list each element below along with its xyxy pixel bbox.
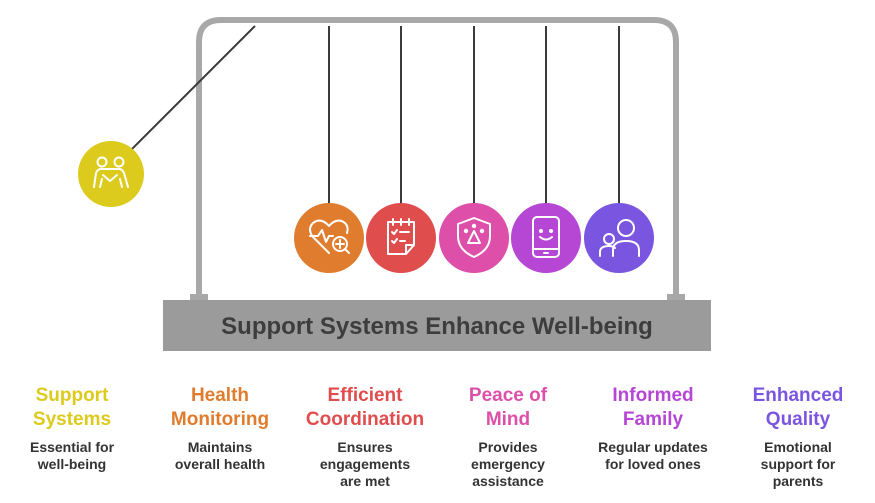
shield-icon [457,217,491,258]
pendulum-strings [125,25,620,204]
item-title-line: Quality [765,409,831,430]
heart-health-icon [309,219,350,254]
ball-health-monitoring [294,203,364,273]
item-description-line: assistance [472,473,544,489]
item-title: Peace of Mind [433,384,583,432]
item-description-line: overall health [174,456,266,472]
checklist-icon [387,218,415,255]
ball-informed-family [511,203,581,273]
item-title-line: Informed [612,385,694,406]
item-title-line: Peace of [468,385,548,406]
ball-efficient-coordination [366,203,436,273]
cradle-frame [196,17,679,300]
item-description-line: engagements [319,456,411,472]
item-title-line: Systems [32,409,112,430]
item-title-line: Monitoring [170,409,270,430]
family-icon [599,219,640,257]
item-description-line: for loved ones [605,456,701,472]
item-description-line: Essential for [29,439,115,455]
string-support-systems [125,25,256,156]
item-description-line: well-being [37,456,107,472]
item-title-line: Health [190,385,250,406]
item-title-line: Coordination [305,409,425,430]
frame-foot-right [667,294,685,301]
cradle-base [163,300,711,351]
item-title-line: Support [35,385,109,406]
item-title-line: Enhanced [752,385,844,406]
ball-enhanced-quality [584,203,654,273]
item-description-line: parents [772,473,824,489]
ball-support-systems [78,141,144,207]
people-helping-icon [93,156,129,188]
item-description-line: Provides [478,439,538,455]
item-description-line: are met [340,473,390,489]
item-title-line: Efficient [327,385,403,406]
frame-foot-left [190,294,208,301]
item-description-line: emergency [471,456,545,472]
item-description-line: Maintains [187,439,253,455]
item-description-line: Emotional [764,439,832,455]
ball-peace-of-mind [439,203,509,273]
item-description-line: Ensures [337,439,393,455]
item-title-line: Family [622,409,684,430]
item-description-line: support for [760,456,836,472]
item-description-line: Regular updates [598,439,708,455]
item-title-line: Mind [485,409,531,430]
diagram-title: Support Systems Enhance Well-being [221,313,653,340]
mobile-phone-icon [532,216,560,258]
